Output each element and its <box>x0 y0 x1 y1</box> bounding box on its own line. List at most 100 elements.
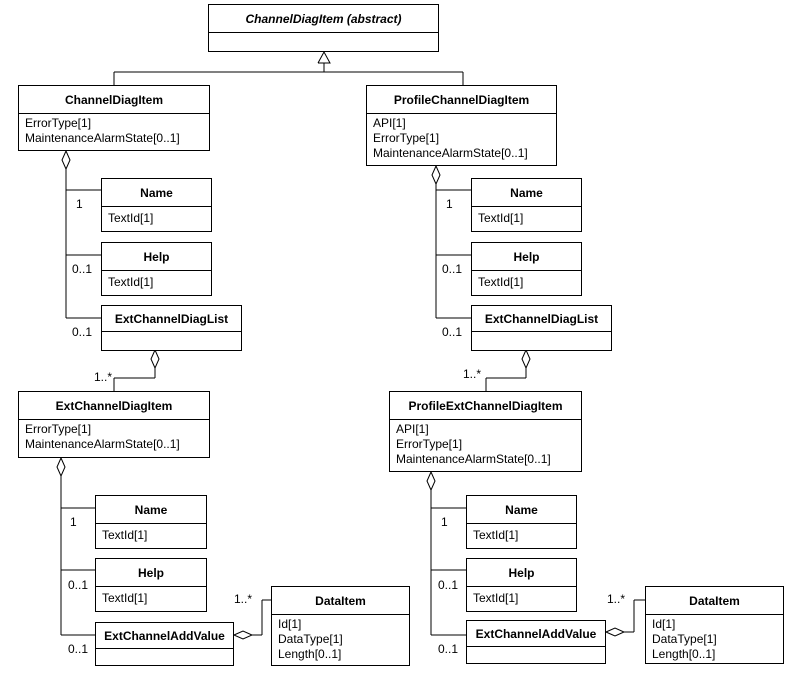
class-title: Help <box>467 559 576 587</box>
aggregation-diamond <box>605 627 626 637</box>
class-title: DataItem <box>646 587 783 615</box>
class-attributes: TextId[1] <box>102 207 211 226</box>
class-title: Name <box>96 496 206 524</box>
class-title: DataItem <box>272 587 409 615</box>
attribute: DataType[1] <box>652 632 717 646</box>
class-extchanneldiagitem[interactable]: ExtChannelDiagItem ErrorType[1] Maintena… <box>18 391 210 458</box>
class-title: Name <box>472 179 581 207</box>
class-title: Name <box>102 179 211 207</box>
class-name[interactable]: Name TextId[1] <box>95 495 207 549</box>
class-help[interactable]: Help TextId[1] <box>471 242 582 296</box>
class-attributes: TextId[1] <box>96 587 206 606</box>
attribute: TextId[1] <box>102 591 148 605</box>
class-title: Help <box>96 559 206 587</box>
class-title: ChannelDiagItem <box>19 86 209 114</box>
class-title: ChannelDiagItem (abstract) <box>209 5 438 33</box>
class-attributes: ErrorType[1] MaintenanceAlarmState[0..1] <box>19 114 209 146</box>
class-profileextchanneldiagitem[interactable]: ProfileExtChannelDiagItem API[1] ErrorTy… <box>389 391 582 472</box>
multiplicity-label: 0..1 <box>68 578 89 592</box>
class-title: ProfileExtChannelDiagItem <box>390 392 581 420</box>
class-profilechanneldiagitem[interactable]: ProfileChannelDiagItem API[1] ErrorType[… <box>366 85 557 166</box>
class-attributes: TextId[1] <box>96 524 206 543</box>
multiplicity-label: 1..* <box>234 592 253 606</box>
attribute: MaintenanceAlarmState[0..1] <box>373 146 528 160</box>
attribute: TextId[1] <box>102 528 148 542</box>
inheritance-arrowhead <box>317 50 331 64</box>
class-title: ExtChannelAddValue <box>467 621 605 647</box>
attribute: TextId[1] <box>473 528 519 542</box>
class-title: Name <box>467 496 576 524</box>
attribute: ErrorType[1] <box>25 422 92 436</box>
attribute: API[1] <box>373 116 406 130</box>
multiplicity-label: 1 <box>441 515 448 529</box>
class-name[interactable]: Name TextId[1] <box>466 495 577 549</box>
multiplicity-label: 0..1 <box>72 325 93 339</box>
class-extchanneldiaglist[interactable]: ExtChannelDiagList <box>471 305 612 351</box>
multiplicity-label: 1 <box>70 515 77 529</box>
class-title: Help <box>102 243 211 271</box>
aggregation-diamond <box>426 471 436 492</box>
attribute: MaintenanceAlarmState[0..1] <box>25 437 180 451</box>
attribute: Length[0..1] <box>278 647 342 661</box>
multiplicity-label: 1..* <box>94 370 113 384</box>
multiplicity-label: 0..1 <box>438 578 459 592</box>
class-attributes: Id[1] DataType[1] Length[0..1] <box>646 615 783 662</box>
class-title: Help <box>472 243 581 271</box>
attribute: TextId[1] <box>108 275 154 289</box>
class-extchanneldiaglist[interactable]: ExtChannelDiagList <box>101 305 242 351</box>
class-attributes: TextId[1] <box>102 271 211 290</box>
attribute: TextId[1] <box>478 275 524 289</box>
attribute: Id[1] <box>278 617 302 631</box>
class-title: ExtChannelDiagList <box>102 306 241 332</box>
class-help[interactable]: Help TextId[1] <box>101 242 212 296</box>
attribute: ErrorType[1] <box>396 437 463 451</box>
multiplicity-label: 0..1 <box>72 262 93 276</box>
class-attributes: TextId[1] <box>467 524 576 543</box>
attribute: TextId[1] <box>478 211 524 225</box>
multiplicity-label: 0..1 <box>438 642 459 656</box>
class-channeldiagitem[interactable]: ChannelDiagItem ErrorType[1] Maintenance… <box>18 85 210 151</box>
class-title: ProfileChannelDiagItem <box>367 86 556 114</box>
attribute: DataType[1] <box>278 632 343 646</box>
class-attributes: API[1] ErrorType[1] MaintenanceAlarmStat… <box>390 420 581 467</box>
aggregation-diamond <box>431 165 441 186</box>
aggregation-diamond <box>56 457 66 478</box>
class-dataitem[interactable]: DataItem Id[1] DataType[1] Length[0..1] <box>271 586 410 666</box>
class-attributes: ErrorType[1] MaintenanceAlarmState[0..1] <box>19 420 209 452</box>
multiplicity-label: 1..* <box>463 367 482 381</box>
multiplicity-label: 0..1 <box>68 642 89 656</box>
class-title: ExtChannelAddValue <box>96 623 233 649</box>
multiplicity-label: 1..* <box>607 592 626 606</box>
multiplicity-label: 1 <box>76 197 83 211</box>
class-name[interactable]: Name TextId[1] <box>471 178 582 232</box>
class-extchanneladdvalue[interactable]: ExtChannelAddValue <box>95 622 234 666</box>
class-attributes: TextId[1] <box>472 271 581 290</box>
class-attributes: API[1] ErrorType[1] MaintenanceAlarmStat… <box>367 114 556 161</box>
multiplicity-label: 0..1 <box>442 325 463 339</box>
attribute: ErrorType[1] <box>25 116 92 130</box>
class-title: ExtChannelDiagItem <box>19 392 209 420</box>
class-name[interactable]: Name TextId[1] <box>101 178 212 232</box>
class-attributes: TextId[1] <box>467 587 576 606</box>
class-help[interactable]: Help TextId[1] <box>95 558 207 612</box>
class-dataitem[interactable]: DataItem Id[1] DataType[1] Length[0..1] <box>645 586 784 664</box>
attribute: MaintenanceAlarmState[0..1] <box>25 131 180 145</box>
attribute: MaintenanceAlarmState[0..1] <box>396 452 551 466</box>
attribute: TextId[1] <box>108 211 154 225</box>
aggregation-diamond <box>61 150 71 171</box>
aggregation-diamond <box>233 630 254 640</box>
attribute: TextId[1] <box>473 591 519 605</box>
aggregation-diamond <box>150 349 160 370</box>
class-channeldiagitem-abstract[interactable]: ChannelDiagItem (abstract) <box>208 4 439 52</box>
attribute: Length[0..1] <box>652 647 716 661</box>
class-title: ExtChannelDiagList <box>472 306 611 332</box>
class-attributes: TextId[1] <box>472 207 581 226</box>
multiplicity-label: 0..1 <box>442 262 463 276</box>
attribute: API[1] <box>396 422 429 436</box>
aggregation-diamond <box>521 349 531 370</box>
attribute: Id[1] <box>652 617 676 631</box>
class-help[interactable]: Help TextId[1] <box>466 558 577 612</box>
class-extchanneladdvalue[interactable]: ExtChannelAddValue <box>466 620 606 664</box>
